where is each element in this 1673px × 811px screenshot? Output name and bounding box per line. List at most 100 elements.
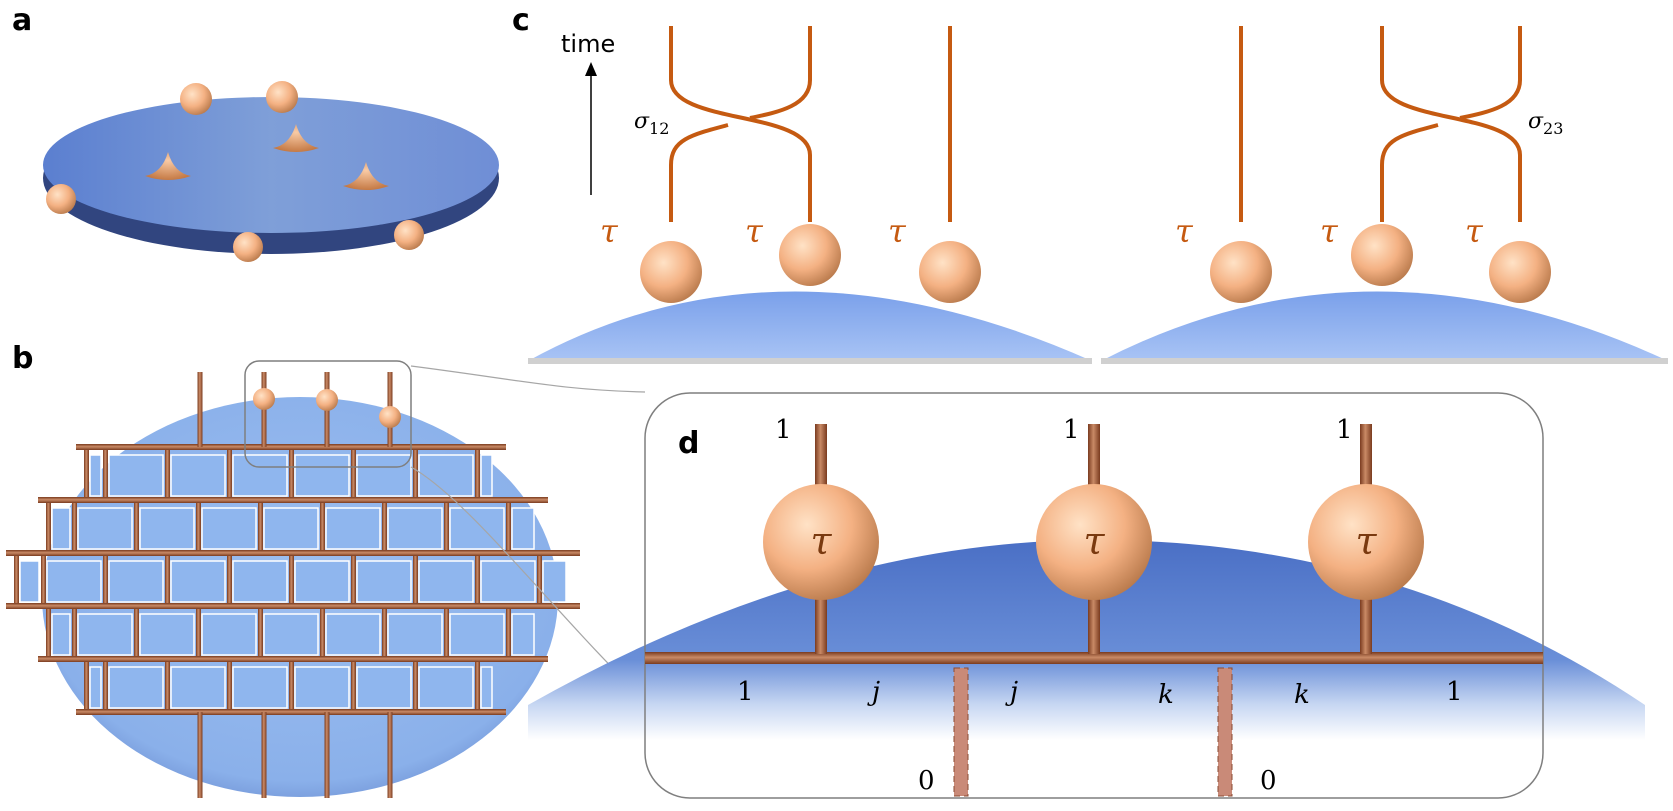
lattice-rung — [289, 659, 294, 712]
panel-b-lattice — [6, 360, 646, 798]
lattice-cell — [232, 454, 288, 497]
anyon-spike — [343, 162, 389, 190]
anyon-ball — [394, 220, 424, 250]
lattice-rail — [76, 444, 506, 450]
lattice-cell — [201, 613, 257, 656]
tau-label: τ — [1175, 212, 1194, 250]
edge-label: 1 — [737, 677, 754, 707]
anyon-ball — [1036, 484, 1152, 600]
lattice-cell — [232, 666, 288, 709]
anyon-ball — [180, 83, 212, 115]
lattice-cell — [418, 454, 474, 497]
anyon-ball — [46, 184, 76, 214]
lattice-rung — [165, 447, 170, 500]
lattice-lead-bottom — [387, 712, 393, 798]
brick-lattice — [6, 372, 580, 798]
lattice-cell — [387, 613, 443, 656]
anyon-ball — [1351, 224, 1413, 286]
anyon-ball — [266, 81, 298, 113]
lattice-rail — [38, 656, 548, 662]
lattice-cell — [294, 454, 350, 497]
lattice-rung — [413, 659, 418, 712]
lattice-cell — [201, 507, 257, 550]
lattice-rung — [227, 553, 232, 606]
dome-right — [1101, 291, 1668, 361]
panel-c: time τ τ τ τ τ — [528, 26, 1668, 364]
tau-label: τ — [1355, 519, 1377, 563]
braid-sigma23 — [1239, 26, 1522, 222]
anyon-spike — [145, 152, 191, 180]
lattice-rung — [320, 606, 325, 659]
tau-label: τ — [600, 212, 619, 250]
top-label: 1 — [1336, 415, 1353, 445]
lattice-rung — [134, 500, 139, 553]
lattice-cell — [511, 507, 535, 550]
lattice-cell — [139, 507, 195, 550]
edge-label: 1 — [1446, 677, 1463, 707]
lattice-rung — [14, 553, 19, 606]
lattice-rung — [351, 447, 356, 500]
lattice-rung — [537, 553, 542, 606]
anyon-ball — [253, 388, 275, 410]
braid-sigma12 — [669, 26, 952, 222]
lattice-rung — [413, 553, 418, 606]
lattice-rung — [382, 500, 387, 553]
lattice-cell — [77, 613, 133, 656]
anyon-ball — [763, 484, 879, 600]
zoom-frame-d — [644, 392, 1544, 799]
lattice-lead-bottom — [261, 712, 267, 798]
lattice-cell — [418, 666, 474, 709]
lattice-cell — [170, 666, 226, 709]
anyon-ball — [379, 406, 401, 428]
anyon-spike — [273, 124, 319, 152]
lattice-cell — [51, 507, 71, 550]
anyon-ball — [1210, 241, 1272, 303]
panel-label-b: b — [12, 341, 33, 376]
lattice-cell — [263, 507, 319, 550]
lattice-rung — [444, 500, 449, 553]
lattice-cell — [356, 560, 412, 603]
lattice-rung — [84, 447, 89, 500]
anyon-ball — [1489, 241, 1551, 303]
lattice-cell — [511, 613, 535, 656]
lattice-rung — [84, 659, 89, 712]
branch-0-right — [1217, 667, 1233, 797]
panel-a-disk — [43, 81, 499, 262]
lattice-rung — [227, 659, 232, 712]
lattice-rung — [506, 500, 511, 553]
anyon-ball — [919, 241, 981, 303]
lattice-cell — [170, 454, 226, 497]
lattice-rung — [413, 447, 418, 500]
lattice-cell — [449, 613, 505, 656]
lattice-rung — [72, 606, 77, 659]
tau-label: τ — [888, 212, 907, 250]
anyon-ball — [233, 232, 263, 262]
lattice-cell — [356, 454, 412, 497]
lattice-cell — [77, 507, 133, 550]
panel-d: d τ τ τ 1 1 1 1 j j k k 1 0 0 — [528, 392, 1645, 799]
anyon-ball — [1308, 484, 1424, 600]
lattice-rung — [196, 500, 201, 553]
panel-label-c: c — [512, 3, 530, 38]
lattice-rail — [76, 709, 506, 715]
lattice-cell — [480, 454, 493, 497]
sigma23-label: σ23 — [1528, 109, 1563, 138]
lattice-cell — [232, 560, 288, 603]
lattice-cell — [294, 666, 350, 709]
dome-shadow — [528, 358, 1092, 364]
lattice-cell — [542, 560, 567, 603]
lattice-rung — [351, 553, 356, 606]
lattice-cell — [294, 560, 350, 603]
panel-label-d: d — [678, 426, 699, 461]
lattice-cell — [480, 560, 536, 603]
time-label: time — [561, 30, 615, 58]
tau-label: τ — [745, 212, 764, 250]
branch-0-left — [953, 667, 969, 797]
lattice-cell — [449, 507, 505, 550]
lattice-rung — [134, 606, 139, 659]
main-wire — [645, 652, 1543, 664]
lattice-rung — [103, 659, 108, 712]
lattice-cell — [356, 666, 412, 709]
edge-label: k — [1294, 680, 1310, 710]
lattice-rail — [38, 497, 548, 503]
